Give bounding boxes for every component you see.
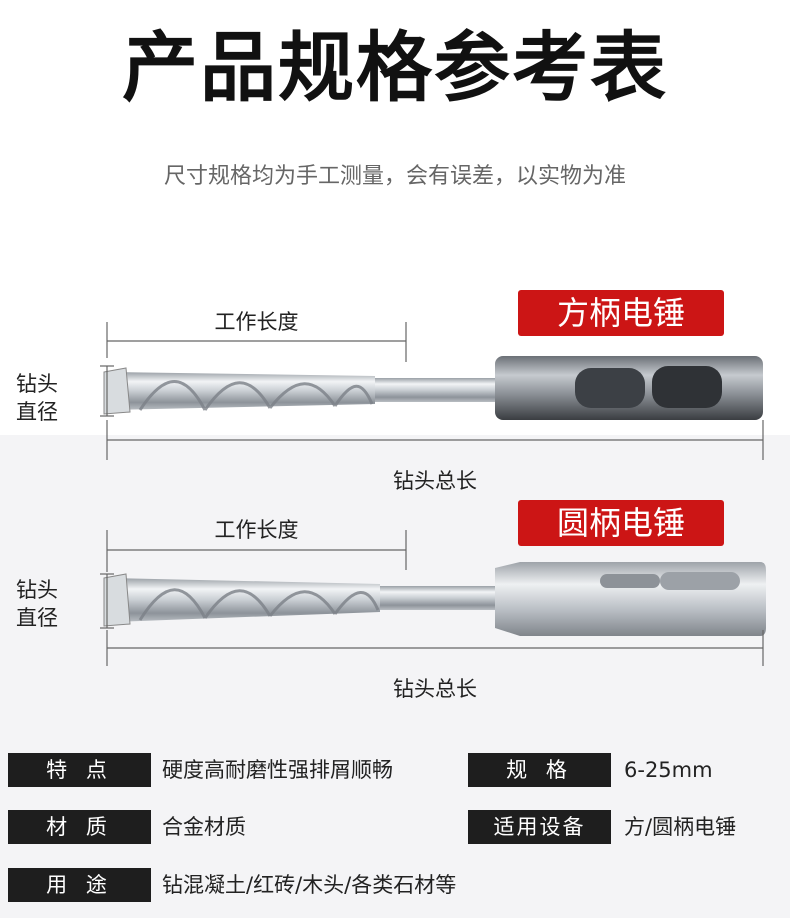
page-title: 产品规格参考表 [122, 23, 668, 112]
spec-value-material: 合金材质 [162, 815, 246, 839]
spec-key-size: 规 格 [468, 753, 611, 787]
spec-key-device: 适用设备 [468, 810, 611, 844]
round-shank-badge: 圆柄电锤 [518, 500, 724, 546]
diameter-label-2-line2: 直径 [16, 606, 58, 630]
total-length-label-1: 钻头总长 [393, 469, 477, 493]
page-subtitle: 尺寸规格均为手工测量，会有误差，以实物为准 [163, 164, 626, 189]
spec-key-usage: 用 途 [8, 868, 151, 902]
diameter-label-2-line1: 钻头 [16, 578, 58, 602]
spec-value-size: 6-25mm [624, 758, 713, 782]
diameter-label-1-line1: 钻头 [16, 372, 58, 396]
square-shank-badge: 方柄电锤 [518, 290, 724, 336]
diameter-label-1-line2: 直径 [16, 400, 58, 424]
round-shank-drill-bit [103, 562, 766, 636]
spec-value-device: 方/圆柄电锤 [624, 815, 737, 839]
dimension-lines-1 [100, 322, 764, 460]
spec-value-features: 硬度高耐磨性强排屑顺畅 [162, 758, 393, 782]
work-length-label-2: 工作长度 [214, 518, 299, 542]
spec-key-material: 材 质 [8, 810, 151, 844]
square-shank-drill-bit [103, 356, 763, 420]
dimension-lines-2 [100, 530, 764, 666]
spec-value-usage: 钻混凝土/红砖/木头/各类石材等 [162, 873, 457, 897]
total-length-label-2: 钻头总长 [393, 677, 477, 701]
work-length-label-1: 工作长度 [214, 310, 299, 334]
spec-key-features: 特 点 [8, 753, 151, 787]
